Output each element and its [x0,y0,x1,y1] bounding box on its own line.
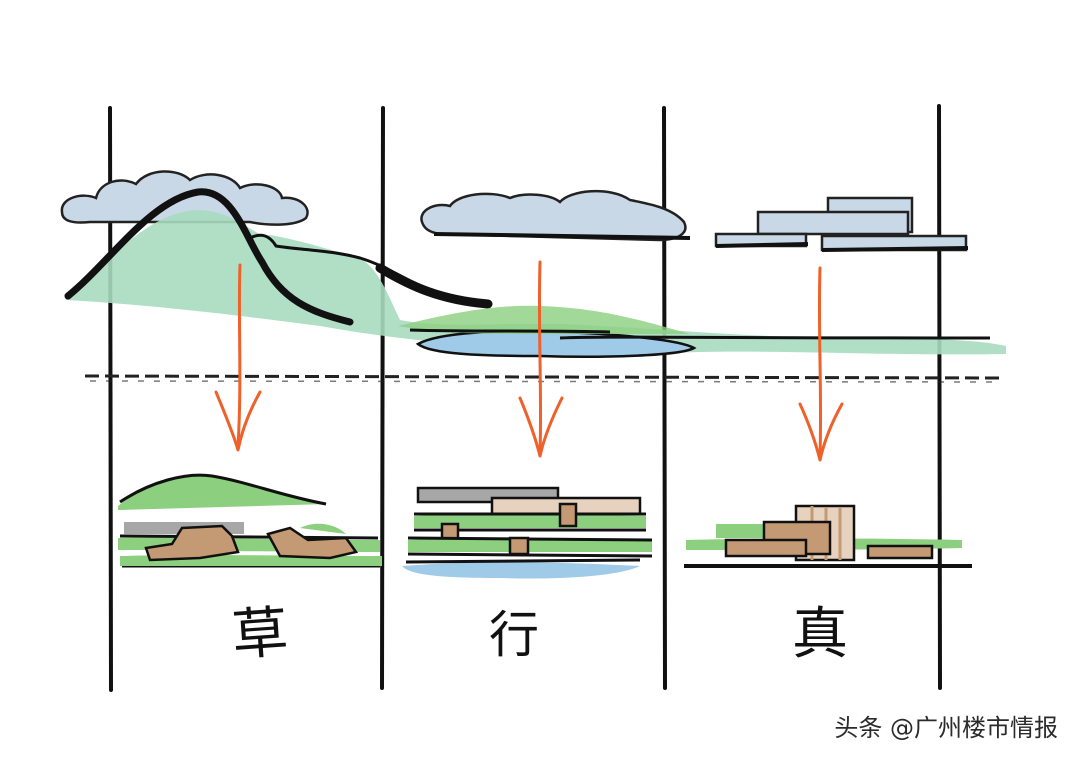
cloud-middle [420,189,687,242]
column-label-xing: 行 [489,606,539,664]
divider-line-3 [662,106,667,690]
vignette-zhen [684,504,972,568]
column-dividers [108,104,942,692]
landscape-upper [60,170,1006,358]
mountain-outline [64,188,354,326]
arrow-down-icon [518,260,564,458]
vignette-xing [402,486,653,579]
arrow-down-icon [214,263,262,452]
cloud-right [714,196,969,252]
vignette-cao [118,473,382,568]
island [398,305,690,334]
divider-line-4 [937,104,942,690]
source-watermark: 头条 @广州楼市情报 [834,714,1058,742]
transform-arrows [214,260,844,462]
horizon-line [84,374,1006,383]
hill-mint [66,210,1006,355]
column-label-cao: 草 [229,600,291,669]
column-label-zhen: 真 [792,602,848,667]
arrow-down-icon [798,266,844,462]
divider-line-2 [380,106,385,690]
